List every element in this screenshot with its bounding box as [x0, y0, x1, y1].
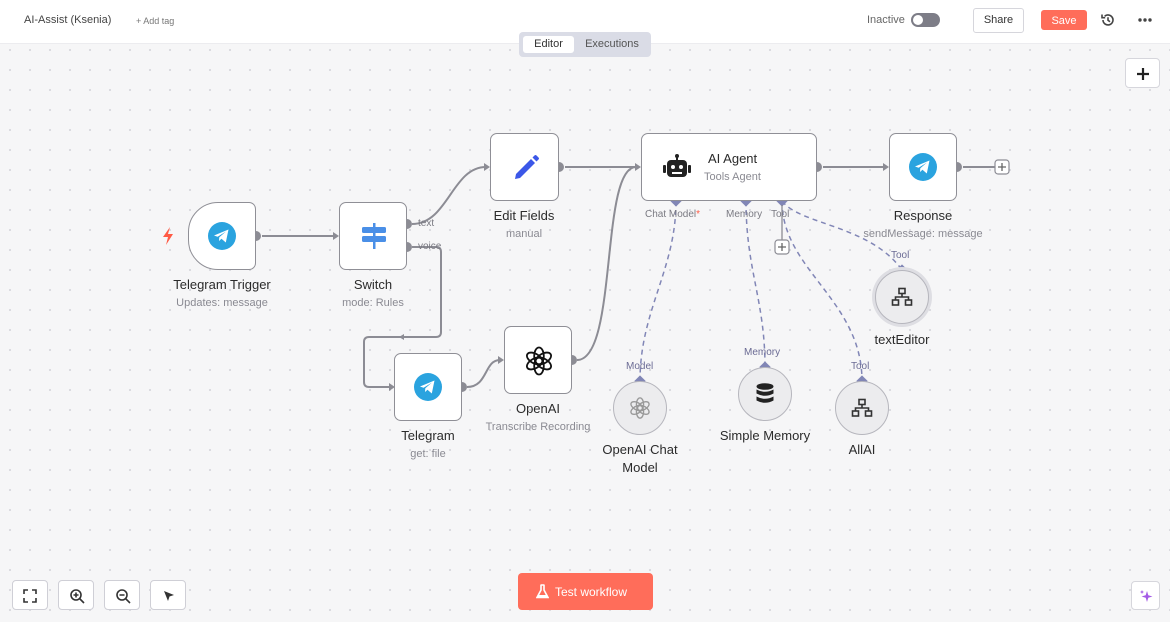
node-ai-agent[interactable]: AI Agent Tools Agent	[641, 133, 817, 201]
node-subtitle: Transcribe Recording	[485, 421, 591, 433]
database-icon	[756, 383, 774, 403]
network-icon	[851, 398, 873, 417]
share-button[interactable]: Share	[973, 8, 1024, 33]
pencil-icon	[515, 155, 539, 179]
node-subtitle: Tools Agent	[704, 171, 761, 183]
add-node-button[interactable]	[1125, 58, 1160, 88]
sparkle-icon	[1140, 590, 1153, 602]
edge-tool-texteditor	[781, 200, 903, 271]
node-simple-memory[interactable]	[738, 367, 792, 421]
flask-icon	[536, 584, 549, 599]
history-icon[interactable]	[1099, 11, 1117, 29]
node-title: Telegram Trigger	[173, 277, 271, 292]
add-tool-plus-icon	[774, 239, 790, 255]
node-title: AllAI	[848, 442, 876, 457]
robot-icon	[663, 154, 691, 177]
node-title-line1: OpenAI Chat	[602, 442, 678, 457]
port-label-text: text	[418, 218, 435, 229]
port-label-memory: Memory	[726, 209, 763, 220]
node-subtitle: sendMessage: message	[863, 228, 983, 240]
telegram-icon	[909, 153, 937, 181]
node-subtitle: Updates: message	[176, 297, 268, 309]
port-label-voice: voice	[418, 241, 442, 252]
node-switch[interactable]	[339, 202, 407, 270]
node-texteditor[interactable]	[875, 270, 929, 324]
telegram-icon	[414, 373, 442, 401]
connector-label-tool: Tool	[891, 250, 910, 261]
openai-logo-icon	[630, 397, 650, 419]
zoom-in-icon	[70, 589, 85, 604]
node-allai[interactable]	[835, 381, 889, 435]
node-subtitle: mode: Rules	[342, 297, 404, 309]
required-asterisk: *	[696, 209, 701, 220]
view-tabs: Editor Executions	[519, 32, 651, 57]
save-button[interactable]: Save	[1041, 10, 1087, 30]
ai-assistant-button[interactable]	[1131, 581, 1160, 610]
node-response[interactable]	[889, 133, 957, 201]
node-subtitle: get: file	[410, 448, 446, 460]
zoom-out-button[interactable]	[104, 580, 140, 610]
switch-signpost-icon	[362, 223, 386, 249]
node-title: Response	[893, 208, 953, 223]
edge-telegram-openai	[466, 359, 501, 388]
status-label: Inactive	[867, 14, 905, 26]
connector-label-model: Model	[626, 361, 654, 372]
tab-executions[interactable]: Executions	[585, 38, 639, 50]
zoom-in-button[interactable]	[58, 580, 94, 610]
add-node-plus-icon	[994, 159, 1010, 175]
cursor-arrow-icon	[164, 591, 174, 601]
workflow-title[interactable]: AI-Assist (Ksenia)	[24, 14, 112, 26]
chat-model-label-text: Chat Model	[645, 209, 697, 220]
node-openai[interactable]	[504, 326, 572, 394]
edge-tool-allai	[781, 200, 863, 382]
edge-chatmodel	[639, 200, 677, 382]
test-workflow-label: Test workflow	[555, 585, 628, 599]
add-tag-link[interactable]: + Add tag	[136, 16, 175, 26]
node-openai-chat-model[interactable]	[613, 381, 667, 435]
edge-switch-editfields	[411, 166, 487, 225]
node-title: textEditor	[874, 332, 930, 347]
node-title: Simple Memory	[719, 428, 811, 443]
node-title-line2: Model	[622, 460, 658, 475]
node-title: Switch	[353, 277, 393, 292]
lightning-icon	[163, 227, 173, 245]
zoom-out-icon	[116, 589, 131, 604]
connector-label-memory: Memory	[744, 347, 781, 358]
select-mode-button[interactable]	[150, 580, 186, 610]
node-title: Telegram	[401, 428, 455, 443]
port-label-tool: Tool	[771, 209, 790, 220]
edge-openai-aiagent	[576, 166, 637, 361]
node-edit-fields[interactable]	[490, 133, 559, 201]
node-telegram-trigger[interactable]	[188, 202, 256, 270]
edge-memory	[745, 200, 766, 368]
telegram-icon	[208, 222, 236, 250]
zoom-to-fit-button[interactable]	[12, 580, 48, 610]
node-title: AI Agent	[708, 151, 758, 166]
node-title: Edit Fields	[493, 208, 555, 223]
openai-logo-icon	[526, 346, 552, 376]
node-subtitle: manual	[505, 228, 543, 240]
more-options-icon[interactable]	[1134, 12, 1156, 28]
port-label-chat-model: Chat Model*	[645, 209, 700, 220]
fullscreen-icon	[23, 589, 37, 603]
node-title: OpenAI	[515, 401, 561, 416]
toggle-knob	[913, 15, 923, 25]
test-workflow-button[interactable]: Test workflow	[518, 573, 653, 610]
node-telegram[interactable]	[394, 353, 462, 421]
connector-label-tool: Tool	[851, 361, 870, 372]
active-toggle[interactable]	[911, 13, 940, 27]
tab-editor[interactable]: Editor	[523, 36, 574, 53]
network-icon	[891, 287, 913, 306]
plus-icon	[1137, 68, 1149, 80]
